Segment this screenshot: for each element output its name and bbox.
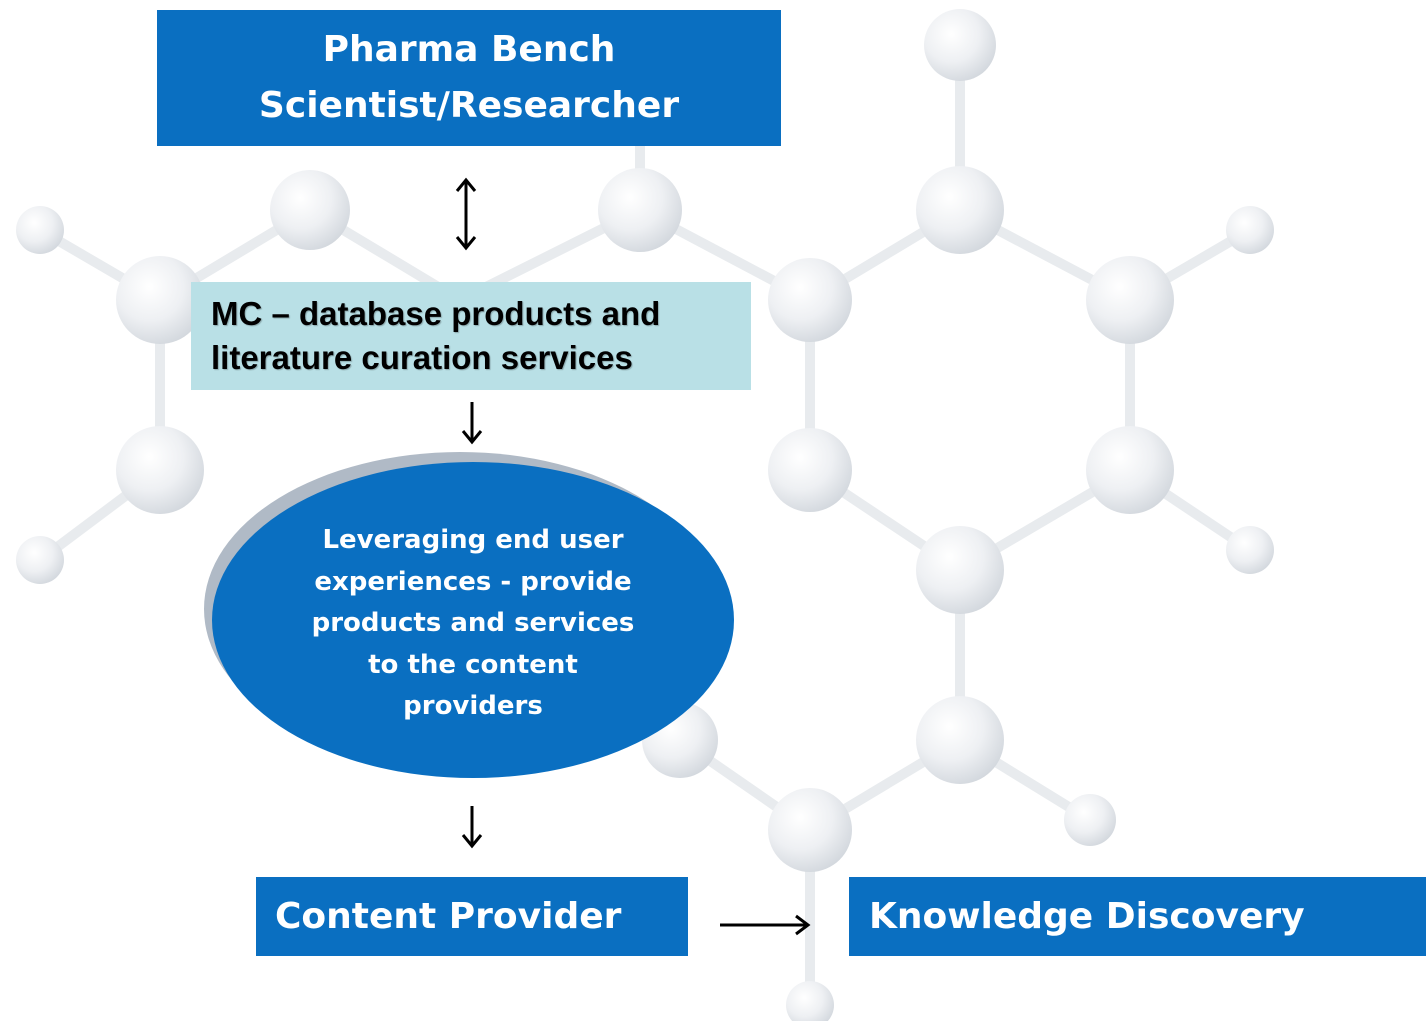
pharma-researcher-line-1: Pharma Bench xyxy=(322,29,616,70)
content-provider-box: Content Provider xyxy=(256,877,688,956)
mc-services-line-1: MC – database products and xyxy=(211,295,661,332)
knowledge-discovery-box: Knowledge Discovery xyxy=(849,877,1426,956)
pharma-researcher-line-2: Scientist/Researcher xyxy=(258,85,680,126)
content-provider-label: Content Provider xyxy=(275,896,622,937)
mc-services-line-2: literature curation services xyxy=(211,339,633,376)
down-arrow-1 xyxy=(461,402,483,445)
bidirectional-arrow xyxy=(455,177,477,251)
knowledge-discovery-label: Knowledge Discovery xyxy=(869,896,1305,937)
leveraging-experiences-ellipse: Leveraging end user experiences - provid… xyxy=(212,462,734,778)
down-arrow-2 xyxy=(461,806,483,849)
right-arrow xyxy=(720,914,811,936)
mc-services-box: MC – database products and literature cu… xyxy=(191,282,751,390)
pharma-researcher-box: Pharma Bench Scientist/Researcher xyxy=(157,10,781,146)
ellipse-text: Leveraging end user experiences - provid… xyxy=(311,525,635,722)
